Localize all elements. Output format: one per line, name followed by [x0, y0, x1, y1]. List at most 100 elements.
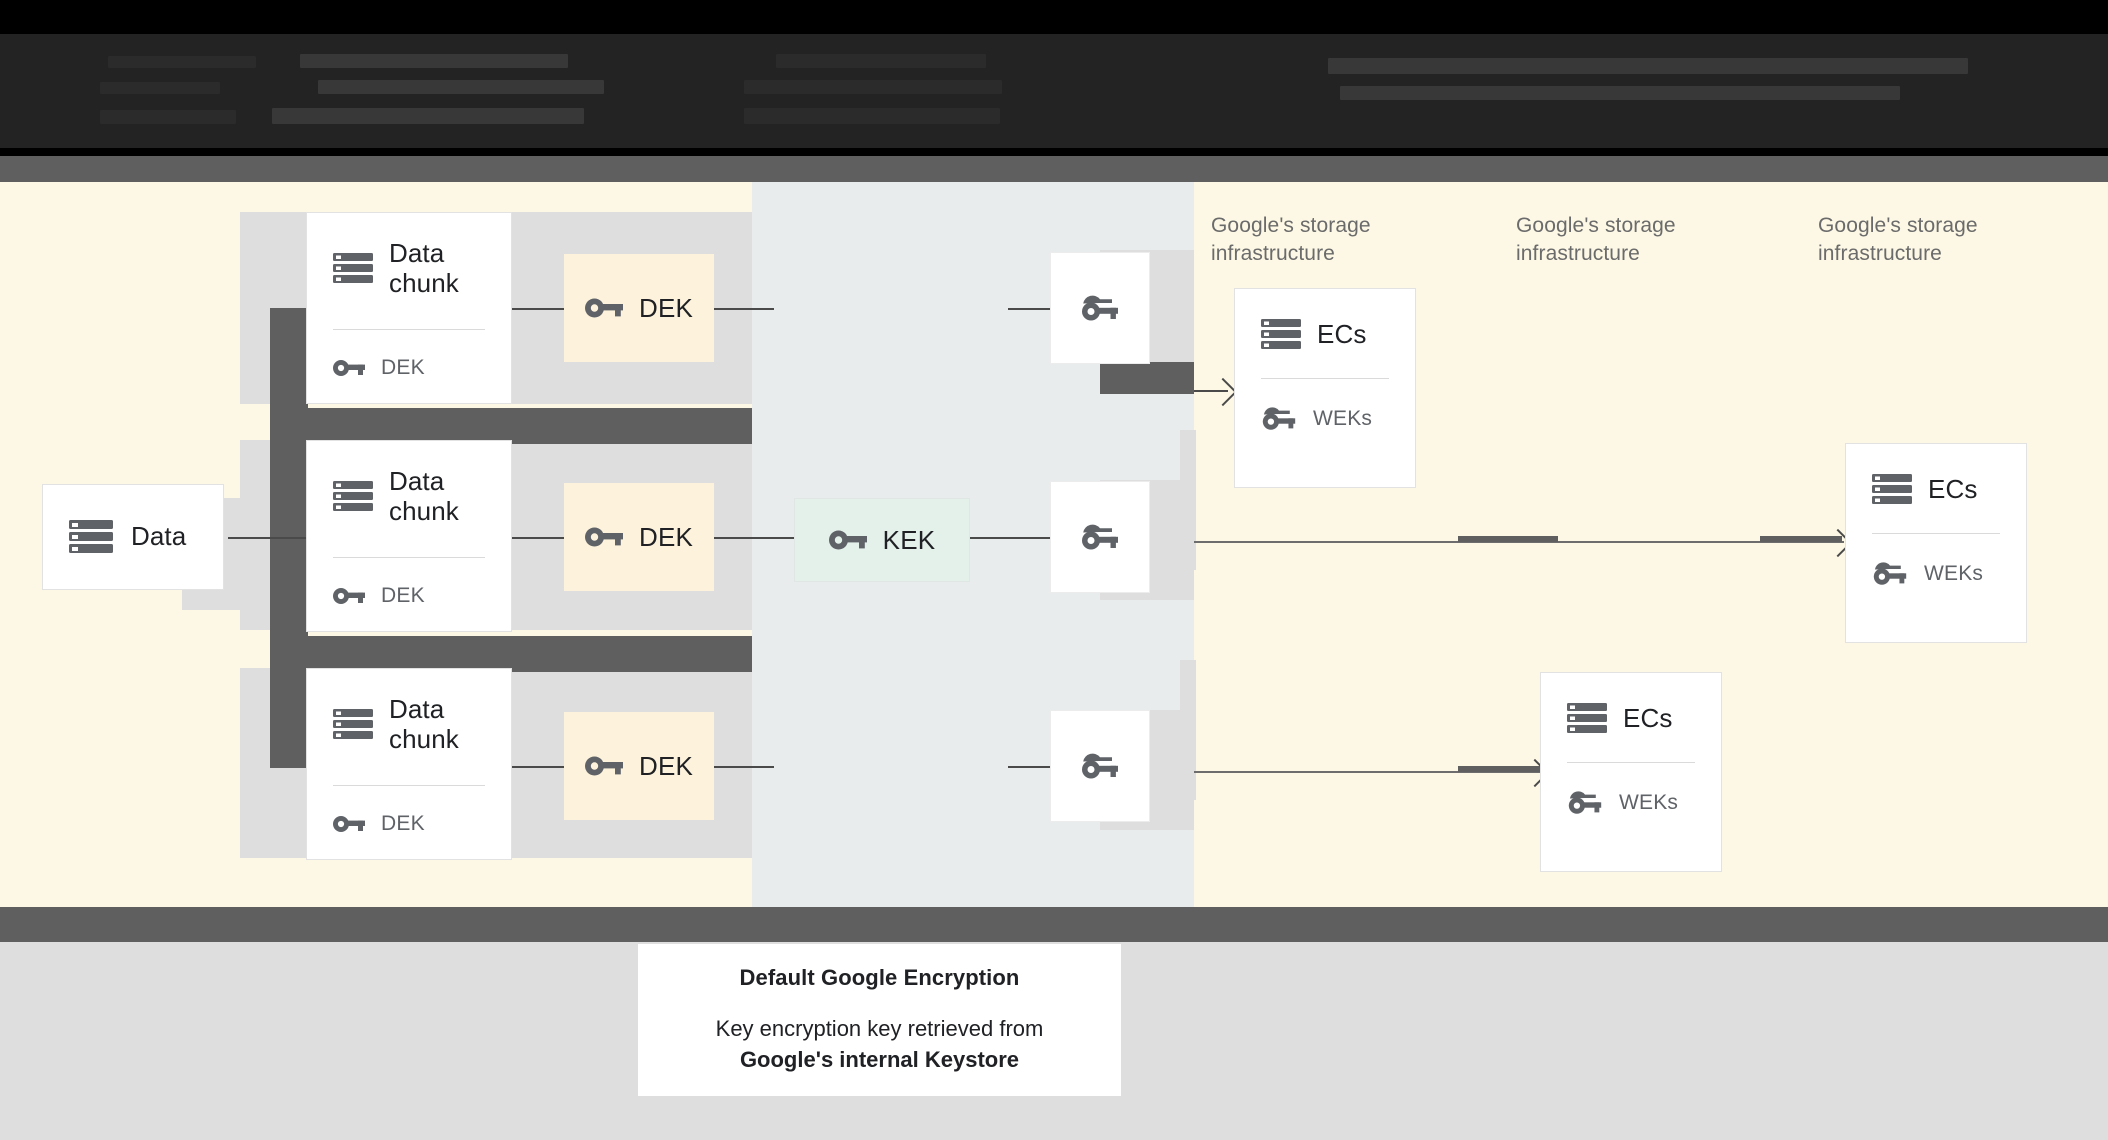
ecs-key-label: WEKs — [1313, 406, 1373, 430]
card-ecs-1[interactable]: ECs WEKs — [1234, 288, 1416, 488]
connector-chunk3-dek3 — [512, 766, 564, 768]
wrapped-key-icon — [1567, 789, 1603, 816]
key-icon — [333, 814, 365, 834]
chunk-key-row: DEK — [307, 812, 511, 836]
chip-kek-label: KEK — [882, 524, 936, 555]
ecs-header-row: ECs — [1541, 673, 1721, 734]
card-divider — [1567, 762, 1695, 763]
ecs-header-row: ECs — [1235, 289, 1415, 350]
connector-dek3-out — [714, 766, 774, 768]
connector-dek2-kek — [714, 537, 794, 539]
chunk-key-label: DEK — [381, 355, 425, 379]
key-icon — [333, 586, 365, 606]
chip-kek[interactable]: KEK — [794, 498, 970, 582]
chunk-title: Data chunk — [389, 238, 459, 298]
redacted-header-line — [100, 110, 236, 124]
arrow-line-to-ec-3 — [1194, 771, 1540, 773]
right-lane-1 — [1180, 430, 1196, 570]
chip-dek-3[interactable]: DEK — [564, 712, 714, 820]
card-divider — [1261, 378, 1389, 379]
card-divider — [333, 328, 485, 330]
connector-kek-to-wrapped2 — [968, 537, 1056, 539]
redacted-header-line — [318, 80, 604, 94]
chip-dek-1[interactable]: DEK — [564, 254, 714, 362]
wrapped-key-icon — [1261, 405, 1297, 432]
storage-icon — [69, 520, 113, 554]
ecs-title: ECs — [1317, 318, 1367, 349]
key-icon — [584, 525, 623, 549]
tile-wrapped-key-2[interactable] — [1050, 481, 1150, 593]
card-divider — [333, 556, 485, 558]
key-icon — [828, 528, 867, 552]
chip-dek-label: DEK — [638, 750, 694, 781]
redaction-bar-row-1 — [270, 408, 752, 444]
ecs-key-row: WEKs — [1846, 560, 2026, 587]
wrapped-key-icon — [1872, 560, 1908, 587]
ecs-key-row: WEKs — [1541, 789, 1721, 816]
caption-line-1: Key encryption key retrieved from — [715, 1015, 1044, 1041]
card-ecs-3[interactable]: ECs WEKs — [1540, 672, 1722, 872]
zone-label-2: Google's storage infrastructure — [1516, 212, 1716, 267]
storage-icon — [333, 709, 373, 740]
tile-wrapped-key-3[interactable] — [1050, 710, 1150, 822]
connector-chunk1-dek1 — [512, 308, 564, 310]
card-data-label: Data — [131, 521, 187, 552]
ecs-key-row: WEKs — [1235, 405, 1415, 432]
redaction-tick-long-arrow-b — [1760, 536, 1842, 542]
chunk-key-label: DEK — [381, 583, 425, 607]
top-black-band — [0, 0, 2108, 34]
redacted-header-line — [776, 54, 986, 68]
key-icon — [584, 296, 623, 320]
redacted-header-line — [744, 80, 1002, 94]
redacted-header-line — [1340, 86, 1900, 100]
connector-dek1-out — [714, 308, 774, 310]
chunk-key-label: DEK — [381, 811, 425, 835]
chip-dek-2[interactable]: DEK — [564, 483, 714, 591]
bottom-bar-notch — [880, 907, 1080, 917]
chunk-title: Data chunk — [389, 694, 459, 754]
redacted-header-line — [108, 56, 256, 68]
chip-dek-label: DEK — [638, 292, 694, 323]
chunk-header-row: Data chunk — [307, 441, 511, 527]
tile-wrapped-key-1[interactable] — [1050, 252, 1150, 364]
arrow-line-to-ec-1 — [1194, 390, 1228, 392]
caption-box: Default Google Encryption Key encryption… — [638, 944, 1121, 1096]
wrapped-key-icon — [1080, 751, 1120, 781]
key-icon — [333, 358, 365, 378]
card-data-chunk-2[interactable]: Data chunk DEK — [306, 440, 512, 632]
storage-icon — [333, 481, 373, 512]
card-data-chunk-3[interactable]: Data chunk DEK — [306, 668, 512, 860]
caption-body: Key encryption key retrieved from Google… — [716, 1013, 1044, 1075]
chunk-header-row: Data chunk — [307, 669, 511, 755]
storage-icon — [1261, 319, 1301, 350]
zone-label-text: Google's storage infrastructure — [1211, 214, 1371, 265]
storage-icon — [333, 253, 373, 284]
redacted-header-line — [300, 54, 568, 68]
zone-label-text: Google's storage infrastructure — [1516, 214, 1676, 265]
zone-label-3: Google's storage infrastructure — [1818, 212, 2018, 267]
right-lane-2 — [1180, 660, 1196, 800]
redaction-tick-arrow-3 — [1458, 766, 1554, 772]
card-divider — [333, 784, 485, 786]
card-ecs-2[interactable]: ECs WEKs — [1845, 443, 2027, 643]
redaction-tick-long-arrow-a — [1458, 536, 1558, 542]
redacted-header-line — [100, 82, 220, 94]
redacted-header-line — [272, 108, 584, 124]
wrapped-key-icon — [1080, 293, 1120, 323]
zone-label-text: Google's storage infrastructure — [1818, 214, 1978, 265]
top-divider-bar — [0, 156, 2108, 182]
chunk-title: Data chunk — [389, 466, 459, 526]
connector-data-to-chunks — [228, 537, 324, 539]
connector-chunk2-dek2 — [512, 537, 564, 539]
card-divider — [1872, 533, 2000, 534]
redaction-bar-row-2 — [270, 636, 752, 672]
zone-label-1: Google's storage infrastructure — [1211, 212, 1411, 267]
chunk-key-row: DEK — [307, 356, 511, 380]
card-data-chunk-1[interactable]: Data chunk DEK — [306, 212, 512, 404]
caption-line-2: Google's internal Keystore — [739, 1047, 1020, 1072]
card-data[interactable]: Data — [42, 484, 224, 590]
ecs-key-label: WEKs — [1619, 790, 1679, 814]
chunk-header-row: Data chunk — [307, 213, 511, 299]
chunk-key-row: DEK — [307, 584, 511, 608]
